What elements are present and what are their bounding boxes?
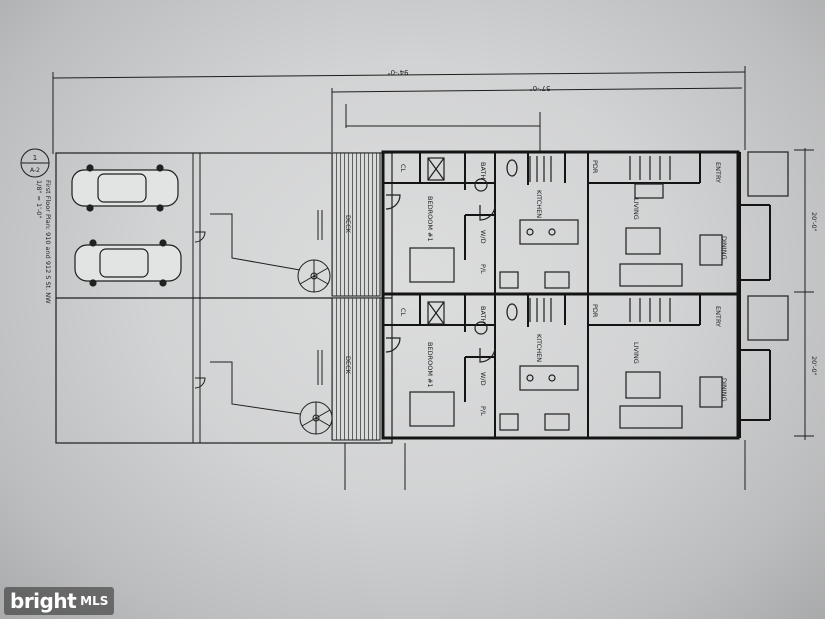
watermark-brand: bright xyxy=(10,589,77,613)
label-pantry-b: P/L xyxy=(479,406,487,416)
overall-dimension xyxy=(52,66,746,154)
ref-bottom: A-2 xyxy=(30,167,40,174)
dim-width-b: 20'-0" xyxy=(810,356,818,376)
label-closet-a: CL xyxy=(399,164,407,173)
label-bath-b: BATH xyxy=(479,306,487,323)
label-entry-a: ENTRY xyxy=(714,162,722,183)
plan-scale: 1/8" = 1'-0" xyxy=(35,180,43,218)
deck-a xyxy=(331,152,381,297)
ref-top: 1 xyxy=(33,154,37,162)
label-living-a: LIVING xyxy=(632,198,640,220)
label-wd-a: W/D xyxy=(479,230,487,244)
unit-a-fixtures xyxy=(385,151,789,289)
label-bedroom-a: BEDROOM #1 xyxy=(426,196,434,242)
label-wd-b: W/D xyxy=(479,372,487,386)
deck-b xyxy=(331,297,381,441)
label-entry-b: ENTRY xyxy=(714,306,722,327)
dim-building: 57'-0" xyxy=(529,84,550,92)
dim-width-a: 20'-0" xyxy=(810,212,818,232)
label-living-b: LIVING xyxy=(632,342,640,364)
label-dining-a: DINING xyxy=(720,236,728,260)
label-kitchen-b: KITCHEN xyxy=(535,334,543,362)
label-powder-b: PDR xyxy=(591,304,599,318)
label-bedroom-b: BEDROOM #1 xyxy=(426,342,434,388)
label-pantry-a: P/L xyxy=(479,264,487,274)
label-closet-b: CL xyxy=(399,308,407,317)
spiral-stair-b xyxy=(299,401,333,435)
unit-a-walls xyxy=(383,152,771,294)
label-deck-a: DECK xyxy=(344,215,352,234)
spiral-stair-a xyxy=(297,259,331,293)
car-top xyxy=(71,164,179,212)
label-bath-a: BATH xyxy=(479,162,487,179)
car-bottom xyxy=(74,239,182,287)
brightmls-watermark: bright MLS xyxy=(4,587,115,615)
width-dimension xyxy=(744,148,814,490)
label-dining-b: DINING xyxy=(720,378,728,402)
watermark-suffix: MLS xyxy=(80,594,109,608)
plan-title: First Floor Plan: 910 and 912 S St. NW xyxy=(44,180,52,304)
unit-b-fixtures xyxy=(385,295,789,431)
label-powder-a: PDR xyxy=(591,160,599,174)
dim-overall: 94'-0" xyxy=(387,68,408,76)
label-deck-b: DECK xyxy=(344,356,352,375)
label-kitchen-a: KITCHEN xyxy=(535,190,543,218)
section-reference: 1 A-2 xyxy=(20,148,50,178)
